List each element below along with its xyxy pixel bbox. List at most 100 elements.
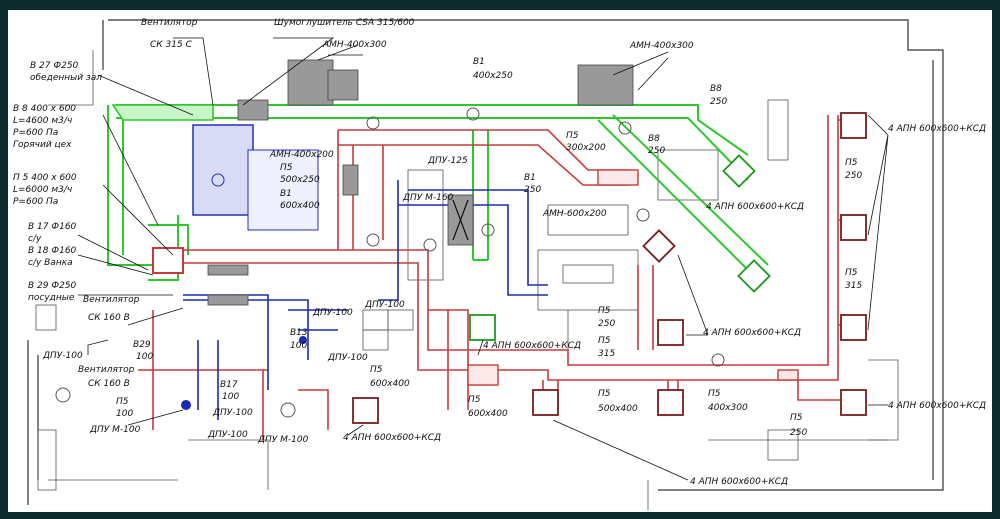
label-p5-250-c-size: 250 xyxy=(790,428,807,438)
label-apn-4: 4 АПН 600х600+КСД xyxy=(483,341,581,351)
label-amn-600x200: АМН-600х200 xyxy=(542,209,607,219)
label-v1-top-size: 400х250 xyxy=(473,71,513,81)
diffuser-8 xyxy=(352,397,379,424)
leader-lines xyxy=(77,37,889,481)
label-apn-6: 4 АПН 600х600+КСД xyxy=(343,433,441,443)
label-p5-pressure: Р=600 Па xyxy=(13,197,58,207)
label-v8-flow: L=4600 м3/ч xyxy=(13,116,72,126)
label-apn-1: 4 АПН 600х600+КСД xyxy=(888,124,986,134)
label-dpu125: ДПУ-125 xyxy=(427,156,468,166)
label-p5-100: П5 xyxy=(116,397,129,407)
label-dpu100-left: ДПУ-100 xyxy=(42,351,83,361)
label-v13-size: 100 xyxy=(290,341,307,351)
label-p5-400x300: П5 xyxy=(708,389,721,399)
label-fan-sk315c-model: СК 315 С xyxy=(150,40,193,50)
label-p5-250-b: П5 xyxy=(598,306,611,316)
label-v1-250: В1 xyxy=(524,173,536,183)
label-v13: В13 xyxy=(290,328,308,338)
label-v8-250-b-size: 250 xyxy=(710,97,727,107)
label-p5-300x200-size: 300х200 xyxy=(566,143,606,153)
label-v8-250-b: В8 xyxy=(710,84,722,94)
label-v27: В 27 Ф250 xyxy=(30,61,79,71)
label-v29-100: В29 xyxy=(133,340,151,350)
label-fan-sk160v: Вентилятор xyxy=(83,295,140,305)
diffuser-5 xyxy=(657,319,684,346)
diffuser-11 xyxy=(722,154,756,188)
label-fan-sk160v-b: Вентилятор xyxy=(78,365,135,375)
label-p5-600x400-b-size: 600х400 xyxy=(468,409,508,419)
label-amn-right: АМН-400х300 xyxy=(629,41,694,51)
diffuser-3 xyxy=(840,314,867,341)
label-v8: В 8 400 х 600 xyxy=(13,104,76,114)
label-p5-500x400: П5 xyxy=(598,389,611,399)
label-dpu100-b: ДПУ-100 xyxy=(212,408,253,418)
label-apn-3: 4 АПН 600х600+КСД xyxy=(703,328,801,338)
label-p5-315-b: П5 xyxy=(598,336,611,346)
label-fan-sk160v-b-model: СК 160 В xyxy=(88,379,130,389)
label-dpu100-c: ДПУ-100 xyxy=(207,430,248,440)
diffuser-10 xyxy=(469,314,496,341)
label-p5: П 5 400 х 600 xyxy=(13,173,77,183)
label-p5-flow: L=6000 м3/ч xyxy=(13,185,72,195)
label-dpu100-d: ДПУ-100 xyxy=(364,300,405,310)
label-v17-100-size: 100 xyxy=(222,392,239,402)
label-v29-100-size: 100 xyxy=(136,352,153,362)
label-silencer: Шумоглушитель CSA 315/600 xyxy=(274,18,415,28)
label-v1-250-size: 250 xyxy=(524,185,541,195)
label-amn-top: АМН-400х300 xyxy=(322,40,387,50)
diffuser-7 xyxy=(532,389,559,416)
label-apn-2: 4 АПН 600х600+КСД xyxy=(706,202,804,212)
label-v29: В 29 Ф250 xyxy=(28,281,77,291)
label-v17: В 17 Ф160 xyxy=(28,222,77,232)
label-dpu-m160: ДПУ М-160 xyxy=(402,193,454,203)
label-p5-400x300-size: 400х300 xyxy=(708,403,748,413)
diffusers xyxy=(352,112,867,424)
hvac-plan: Вентилятор СК 315 С Шумоглушитель CSA 31… xyxy=(13,18,986,510)
label-p5-315-a-size: 315 xyxy=(845,281,862,291)
diffuser-1 xyxy=(840,112,867,139)
label-v8-room: Горячий цех xyxy=(13,140,72,150)
label-p5-315-a: П5 xyxy=(845,268,858,278)
label-dpu-m100-b: ДПУ М-100 xyxy=(257,435,309,445)
diffuser-12 xyxy=(737,259,771,293)
label-v29-room: посудные xyxy=(28,293,75,303)
label-p5-500x250-size: 500х250 xyxy=(280,175,320,185)
label-p5-250-b-size: 250 xyxy=(598,319,615,329)
label-p5-250-a-size: 250 xyxy=(845,171,862,181)
label-p5-600x400-a: П5 xyxy=(370,365,383,375)
drawing-sheet: Вентилятор СК 315 С Шумоглушитель CSA 31… xyxy=(8,10,992,512)
equipment xyxy=(207,59,634,306)
label-p5-100-size: 100 xyxy=(116,409,133,419)
label-p5-315-b-size: 315 xyxy=(598,349,615,359)
label-dpu100-f: ДПУ-100 xyxy=(327,353,368,363)
label-fan-sk160v-model: СК 160 В xyxy=(88,313,130,323)
label-fan-sk315c: Вентилятор xyxy=(141,18,198,28)
label-v17-room: с/у xyxy=(28,234,42,244)
label-p5-600x400-b: П5 xyxy=(468,395,481,405)
label-apn-7: 4 АПН 600х600+КСД xyxy=(690,477,788,487)
label-p5-500x400-size: 500х400 xyxy=(598,404,638,414)
diffuser-2 xyxy=(840,214,867,241)
label-v17-100: В17 xyxy=(220,380,238,390)
markers xyxy=(55,107,725,418)
exhaust-ducts xyxy=(107,104,769,281)
label-p5-250-a: П5 xyxy=(845,158,858,168)
label-p5-250-c: П5 xyxy=(790,413,803,423)
label-v27-room: обеденный зал xyxy=(30,73,102,83)
diffuser-4 xyxy=(840,389,867,416)
label-v8-250-a-size: 250 xyxy=(648,146,665,156)
label-p5-600x400-a-size: 600х400 xyxy=(370,379,410,389)
label-dpu-m100-a: ДПУ М-100 xyxy=(89,425,141,435)
label-v8-pressure: Р=600 Па xyxy=(13,128,58,138)
diffuser-6 xyxy=(657,389,684,416)
label-v8-250-a: В8 xyxy=(648,134,660,144)
label-v1-600x400: В1 xyxy=(280,189,292,199)
label-p5-500x250: П5 xyxy=(280,163,293,173)
air-handling-unit xyxy=(152,124,319,274)
label-p5-300x200: П5 xyxy=(566,131,579,141)
label-v18-room: с/у Ванка xyxy=(28,258,73,268)
label-dpu100-e: ДПУ-100 xyxy=(312,308,353,318)
label-amn-400x200: АМН-400х200 xyxy=(269,150,334,160)
building-walls xyxy=(27,19,944,510)
